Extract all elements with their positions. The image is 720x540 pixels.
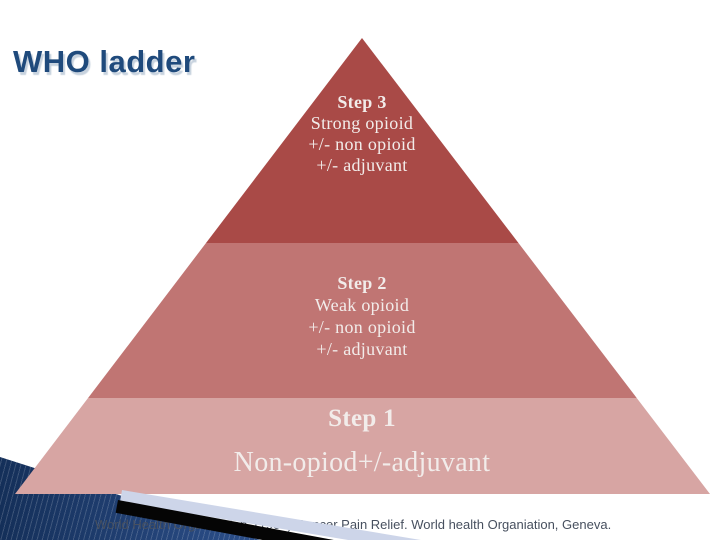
step-2-text-block: Step 2 Weak opioid +/- non opioid +/- ad…	[2, 272, 720, 360]
pyramid-band-step-1	[15, 398, 710, 494]
step-3-line-2: +/- non opioid	[308, 134, 416, 154]
step-3-line-3: +/- adjuvant	[316, 155, 408, 175]
step-2-line-2: +/- non opioid	[308, 317, 416, 337]
step-3-line-1: Strong opioid	[310, 113, 414, 133]
page-title: WHO ladder	[13, 44, 196, 79]
step-2-line-3: +/- adjuvant	[316, 339, 408, 359]
step-1-text-block: Step 1 Non-opiod+/-adjuvant	[2, 402, 720, 480]
step-1-line-1: Non-opiod+/-adjuvant	[233, 447, 491, 478]
step-1-label: Step 1	[328, 405, 396, 432]
step-2-line-1: Weak opioid	[314, 295, 410, 315]
step-3-text-block: Step 3 Strong opioid +/- non opioid +/- …	[2, 92, 720, 176]
step-3-label: Step 3	[337, 92, 387, 112]
step-2-label: Step 2	[337, 273, 387, 293]
